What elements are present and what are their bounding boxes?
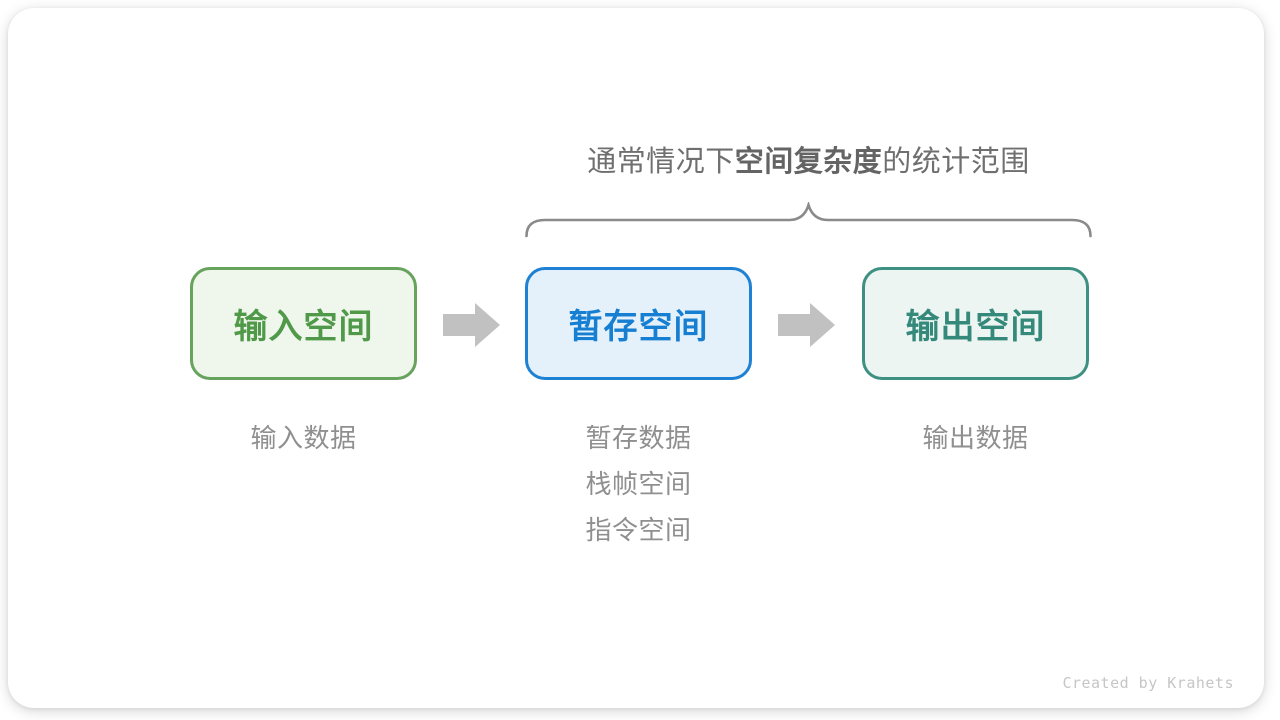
output-space-box: 输出空间 xyxy=(862,267,1089,380)
title-prefix: 通常情况下 xyxy=(587,146,735,178)
note-line: 栈帧空间 xyxy=(585,469,692,499)
temp-space-box: 暂存空间 xyxy=(525,267,752,380)
diagram-card: 通常情况下空间复杂度的统计范围 输入空间 暂存空间 输出空间 输入数据 暂存数据… xyxy=(8,8,1264,708)
note-line: 输入数据 xyxy=(250,423,357,453)
note-line: 暂存数据 xyxy=(585,423,692,453)
input-space-box: 输入空间 xyxy=(190,267,417,380)
diagram-title: 通常情况下空间复杂度的统计范围 xyxy=(525,142,1092,178)
right-arrow-icon xyxy=(778,303,835,347)
output-data-note: 输出数据 xyxy=(862,423,1089,453)
output-space-label: 输出空间 xyxy=(905,308,1046,346)
note-line: 输出数据 xyxy=(922,423,1029,453)
input-data-note: 输入数据 xyxy=(190,423,417,453)
scope-brace-icon xyxy=(525,202,1092,238)
temp-space-notes: 暂存数据 栈帧空间 指令空间 xyxy=(525,415,752,553)
title-suffix: 的统计范围 xyxy=(882,146,1030,178)
note-line: 指令空间 xyxy=(585,515,692,545)
temp-space-label: 暂存空间 xyxy=(568,308,709,346)
title-emphasis: 空间复杂度 xyxy=(734,146,883,178)
credit-text: Created by Krahets xyxy=(1062,674,1234,692)
right-arrow-icon xyxy=(443,303,500,347)
input-space-label: 输入空间 xyxy=(233,308,374,346)
